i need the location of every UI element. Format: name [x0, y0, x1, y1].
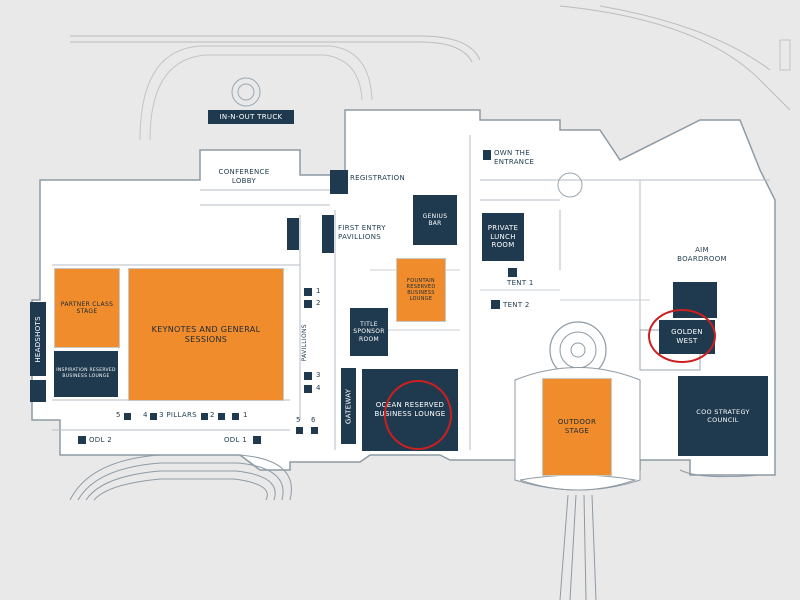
steps: [85, 470, 276, 501]
keynotes-general-sessions[interactable]: KEYNOTES AND GENERAL SESSIONS: [128, 268, 284, 401]
ocean-lounge-highlight: [384, 380, 452, 450]
tent-1-label: TENT 1: [507, 279, 534, 287]
own-the-entrance-booth[interactable]: [483, 150, 491, 160]
exit-path: [559, 494, 597, 600]
road-line: [70, 41, 473, 63]
odl-2-booth[interactable]: [78, 436, 86, 444]
pavillion-booth-3[interactable]: [304, 372, 312, 380]
three-pillars-label: 3 PILLARS: [159, 411, 197, 419]
pavillions-label: PAVILLIONS: [300, 320, 314, 370]
fountain-reserved-business-lounge[interactable]: FOUNTAIN RESERVED BUSINESS LOUNGE: [396, 258, 446, 322]
pillar-booth-2[interactable]: [218, 413, 225, 420]
odl-1-booth[interactable]: [253, 436, 261, 444]
odl-1-label: ODL 1: [224, 436, 247, 444]
pillar-number-1: 1: [243, 411, 248, 419]
pavillion-booth-1[interactable]: [304, 288, 312, 296]
pavillion-booth-2[interactable]: [304, 300, 312, 308]
aim-boardroom-label: AIM BOARDROOM: [677, 246, 727, 263]
steps: [77, 462, 284, 501]
courtyard-ring: [557, 172, 583, 198]
in-n-out-truck-label[interactable]: IN-N-OUT TRUCK: [208, 110, 294, 124]
tent-2-booth[interactable]: [491, 300, 500, 309]
title-sponsor-room[interactable]: TITLE SPONSOR ROOM: [350, 308, 388, 356]
road-marker: [779, 39, 791, 71]
pavillion-number-3: 3: [316, 371, 321, 379]
pavillions-text: PAVILLIONS: [300, 324, 308, 362]
registration-booth[interactable]: [330, 170, 348, 194]
building-edge: [679, 469, 761, 478]
conference-lobby-label: CONFERENCE LOBBY: [218, 168, 270, 185]
road-line: [599, 5, 771, 71]
drive-loop: [139, 45, 373, 141]
pavillion-number-2: 2: [316, 299, 321, 307]
gateway-booth-6[interactable]: [311, 427, 318, 434]
pavillion-number-4: 4: [316, 384, 321, 392]
partner-class-stage[interactable]: PARTNER CLASS STAGE: [54, 268, 120, 348]
pillar-booth-3[interactable]: [201, 413, 208, 420]
headshots-annex: [30, 380, 46, 402]
first-entry-pavillions-label: FIRST ENTRY PAVILLIONS: [338, 224, 386, 241]
pillar-booth-4[interactable]: [150, 413, 157, 420]
first-entry-booth[interactable]: [322, 215, 334, 253]
fountain-ring: [231, 77, 261, 107]
pillar-number-4: 4: [143, 411, 148, 419]
pillar-number-2: 2: [210, 411, 215, 419]
rotunda-ring: [570, 342, 586, 358]
pavillion-booth-4[interactable]: [304, 385, 312, 393]
gateway-booth[interactable]: GATEWAY: [341, 368, 356, 444]
pillar-booth-1[interactable]: [232, 413, 239, 420]
headshots-booth[interactable]: HEADSHOTS: [30, 302, 46, 376]
genius-bar-room[interactable]: GENIUS BAR: [413, 195, 457, 245]
gateway-number-5: 5: [296, 416, 301, 424]
private-lunch-room[interactable]: PRIVATE LUNCH ROOM: [482, 213, 524, 261]
tent-1-booth[interactable]: [508, 268, 517, 277]
golden-west-highlight: [648, 309, 716, 363]
steps: [93, 478, 268, 501]
headshots-label: HEADSHOTS: [33, 315, 42, 363]
road-line: [559, 5, 791, 111]
pavillion-number-1: 1: [316, 287, 321, 295]
road-line: [70, 35, 481, 61]
gateway-booth-5[interactable]: [296, 427, 303, 434]
gateway-number-6: 6: [311, 416, 316, 424]
inspiration-reserved-business-lounge[interactable]: INSPIRATION RESERVED BUSINESS LOUNGE: [54, 351, 118, 397]
pillar-booth-5[interactable]: [124, 413, 131, 420]
steps: [69, 454, 292, 501]
coo-strategy-council-room[interactable]: COO STRATEGY COUNCIL: [678, 376, 768, 456]
registration-label: REGISTRATION: [350, 174, 406, 182]
first-entry-booth[interactable]: [287, 218, 299, 250]
tent-2-label: TENT 2: [503, 301, 530, 309]
gateway-label: GATEWAY: [344, 388, 353, 424]
fountain-ring: [237, 83, 255, 101]
odl-2-label: ODL 2: [89, 436, 112, 444]
outdoor-stage[interactable]: OUTDOOR STAGE: [542, 378, 612, 476]
pillar-number-5: 5: [116, 411, 121, 419]
drive-loop: [149, 54, 363, 141]
own-the-entrance-label: OWN THE ENTRANCE: [494, 149, 535, 166]
